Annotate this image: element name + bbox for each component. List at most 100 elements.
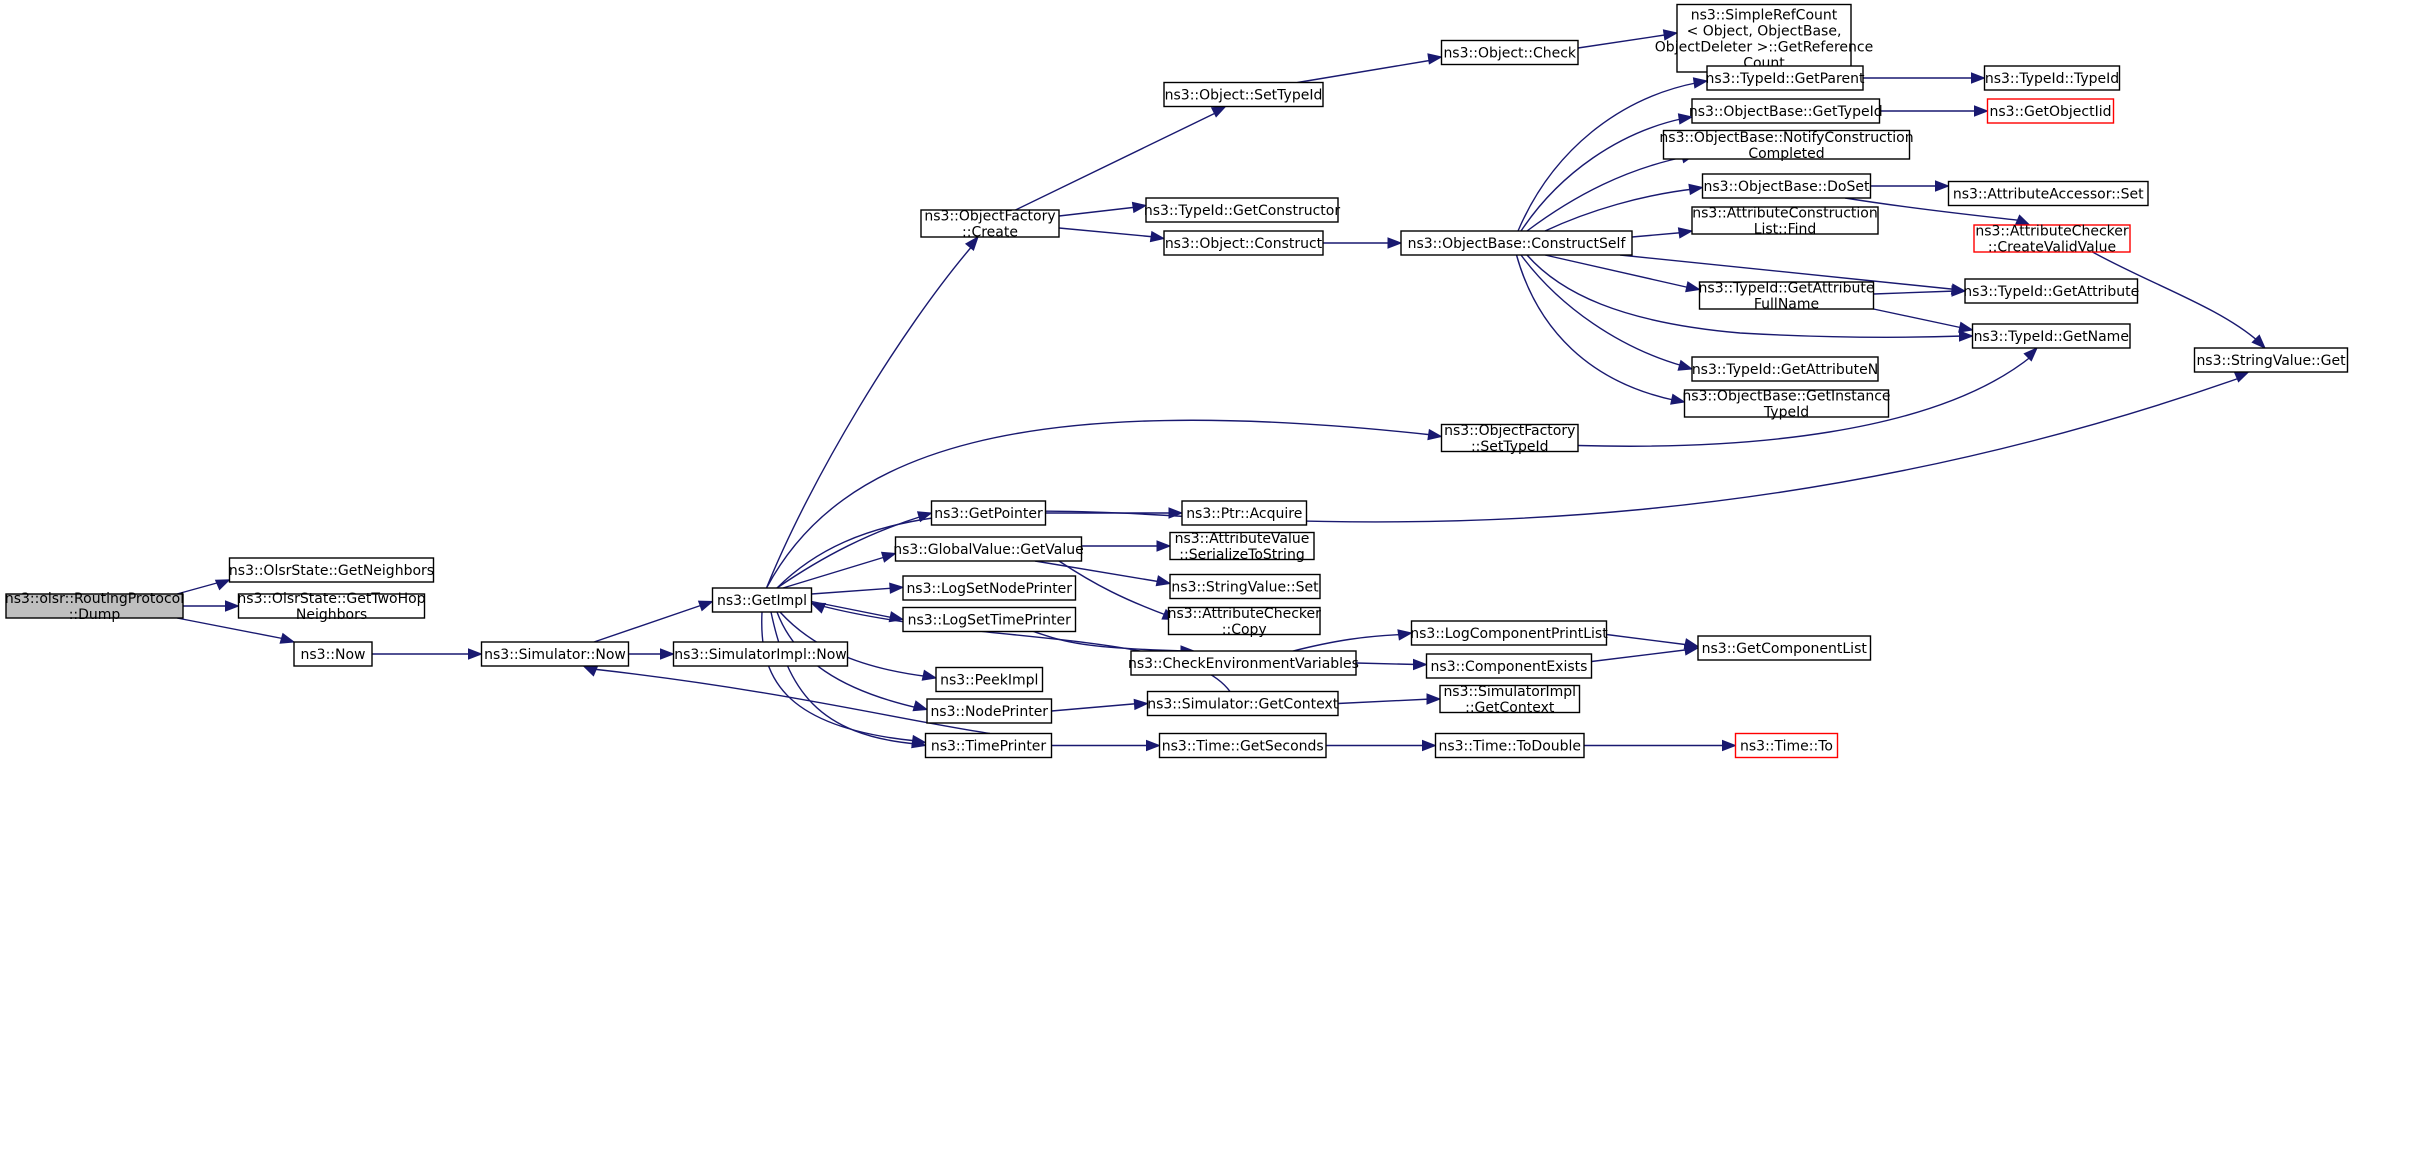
edge-arrowhead [1974, 105, 1989, 117]
edge-arrowhead [1146, 739, 1161, 752]
node-label: ns3::AttributeValue [1175, 531, 1310, 547]
node-label: ns3::ComponentExists [1431, 659, 1588, 675]
node-logNodePr[interactable]: ns3::LogSetNodePrinter [902, 575, 1077, 601]
edge-arrowhead [911, 734, 927, 747]
node-avSerialize[interactable]: ns3::AttributeValue::SerializeToString [1169, 531, 1315, 563]
edge-arrowhead [1397, 629, 1413, 641]
node-typeIdTypeId[interactable]: ns3::TypeId::TypeId [1983, 65, 2121, 91]
node-getCompList[interactable]: ns3::GetComponentList [1697, 635, 1872, 661]
node-simImplGetCtx[interactable]: ns3::SimulatorImpl::GetContext [1439, 684, 1581, 716]
node-svGet[interactable]: ns3::StringValue::Get [2193, 347, 2349, 373]
node-logCPL[interactable]: ns3::LogComponentPrintList [1410, 620, 1608, 646]
node-box [228, 557, 435, 583]
node-timeToDouble[interactable]: ns3::Time::ToDouble [1434, 732, 1585, 759]
edge-arrowhead [1951, 285, 1967, 297]
node-box [1986, 98, 2115, 124]
edge-arrowhead [1722, 739, 1737, 752]
node-label: Completed [1748, 146, 1824, 162]
edge-arrowhead [916, 511, 933, 523]
node-box [920, 209, 1060, 238]
node-box [293, 641, 373, 667]
node-nodePrinter[interactable]: ns3::NodePrinter [926, 698, 1053, 724]
edge-line [1297, 59, 1433, 84]
edge-arrowhead [1427, 428, 1443, 441]
node-getPointer[interactable]: ns3::GetPointer [930, 500, 1047, 526]
node-notifyCC[interactable]: ns3::ObjectBase::NotifyConstructionCompl… [1659, 130, 1913, 162]
node-getNeighbors[interactable]: ns3::OlsrState::GetNeighbors [228, 557, 435, 583]
node-box [1697, 635, 1872, 661]
node-ptrAcquire[interactable]: ns3::Ptr::Acquire [1181, 500, 1308, 526]
node-obGetTypeId[interactable]: ns3::ObjectBase::GetTypeId [1689, 98, 1883, 124]
node-gvGetValue[interactable]: ns3::GlobalValue::GetValue [893, 536, 1084, 562]
node-simGetCtx[interactable]: ns3::Simulator::GetContext [1146, 690, 1339, 717]
node-label: ns3::ObjectBase::DoSet [1704, 179, 1870, 195]
node-getAttribute[interactable]: ns3::TypeId::GetAttribute [1963, 278, 2139, 304]
node-box [1410, 620, 1608, 646]
node-timePrinter[interactable]: ns3::TimePrinter [924, 732, 1053, 759]
node-timeTo[interactable]: ns3::Time::To [1734, 732, 1839, 759]
node-now[interactable]: ns3::Now [293, 641, 373, 667]
edge-getImpl-logNodePr [811, 582, 905, 595]
node-label: ns3::GlobalValue::GetValue [893, 542, 1083, 558]
node-aaSet[interactable]: ns3::AttributeAccessor::Set [1947, 180, 2149, 207]
edge-arrowhead [1387, 237, 1403, 249]
node-label: ns3::ObjectFactory [1444, 423, 1575, 439]
node-simNow[interactable]: ns3::Simulator::Now [480, 641, 630, 667]
node-compExists[interactable]: ns3::ComponentExists [1425, 653, 1593, 679]
node-getName[interactable]: ns3::TypeId::GetName [1971, 323, 2131, 349]
edge-line [176, 617, 286, 640]
node-constructSelf[interactable]: ns3::ObjectBase::ConstructSelf [1400, 230, 1633, 256]
node-getObjectIid[interactable]: ns3::GetObjectIid [1986, 98, 2115, 124]
node-acCopy[interactable]: ns3::AttributeChecker::Copy [1168, 606, 1322, 638]
edge-getPointer-ptrAcquire [1045, 507, 1184, 519]
edge-line [770, 611, 917, 745]
edge-arrowhead [1677, 113, 1694, 125]
node-simImplNow[interactable]: ns3::SimulatorImpl::Now [672, 641, 849, 667]
edge-dump-getNeighbors [176, 579, 231, 595]
edge-gvGetValue-acCopy [1058, 560, 1178, 621]
node-getAttrN[interactable]: ns3::TypeId::GetAttributeN [1691, 356, 1879, 382]
edge-arrowhead [1692, 77, 1709, 89]
node-ofSetTypeId[interactable]: ns3::ObjectFactory::SetTypeId [1440, 423, 1579, 455]
edge-line [1844, 197, 2021, 222]
node-box [1400, 230, 1633, 256]
node-label: ns3::NodePrinter [930, 704, 1048, 720]
node-label: ns3::TypeId::GetName [1974, 329, 2129, 345]
edge-objConstruct-constructSelf [1323, 237, 1403, 249]
node-ofCreate[interactable]: ns3::ObjectFactory::Create [920, 209, 1060, 241]
node-label: ns3::GetObjectIid [1990, 104, 2112, 120]
node-getImpl[interactable]: ns3::GetImpl [711, 587, 813, 613]
edge-line [1873, 290, 1957, 295]
node-timeGetSec[interactable]: ns3::Time::GetSeconds [1158, 732, 1327, 759]
edge-arrowhead [1662, 29, 1679, 41]
edge-ofCreate-objSetTypeId [1015, 105, 1227, 211]
node-checkEnv[interactable]: ns3::CheckEnvironmentVariables [1128, 650, 1359, 676]
node-getParent[interactable]: ns3::TypeId::GetParent [1706, 65, 1865, 91]
node-box [1440, 39, 1579, 66]
edge-arrowhead [1685, 281, 1701, 293]
node-objCheck[interactable]: ns3::Object::Check [1440, 39, 1579, 66]
node-label: ns3::Object::SetTypeId [1165, 88, 1323, 104]
node-getCtor[interactable]: ns3::TypeId::GetConstructor [1144, 197, 1340, 223]
node-peekImpl[interactable]: ns3::PeekImpl [935, 666, 1044, 693]
node-objSetTypeId[interactable]: ns3::Object::SetTypeId [1163, 81, 1324, 108]
node-dump[interactable]: ns3::olsr::RoutingProtocol::Dump [5, 591, 184, 623]
node-label: ns3::Ptr::Acquire [1186, 506, 1302, 522]
node-refCount[interactable]: ns3::SimpleRefCount< Object, ObjectBase,… [1655, 3, 1873, 73]
edge-arrowhead [921, 669, 938, 681]
node-label: ns3::TypeId::GetAttributeN [1692, 362, 1878, 378]
node-label: ns3::OlsrState::GetTwoHop [237, 591, 425, 607]
node-objConstruct[interactable]: ns3::Object::Construct [1163, 230, 1324, 256]
node-createValid[interactable]: ns3::AttributeChecker::CreateValidValue [1973, 224, 2131, 256]
edge-line [1577, 33, 1669, 49]
edge-simNow-getImpl [593, 600, 714, 643]
node-label: ns3::LogSetNodePrinter [906, 581, 1072, 597]
node-logTimePr[interactable]: ns3::LogSetTimePrinter [902, 606, 1077, 633]
node-doSet[interactable]: ns3::ObjectBase::DoSet [1701, 173, 1872, 199]
edge-arrowhead [1935, 180, 1950, 192]
node-svSet[interactable]: ns3::StringValue::Set [1169, 573, 1321, 600]
